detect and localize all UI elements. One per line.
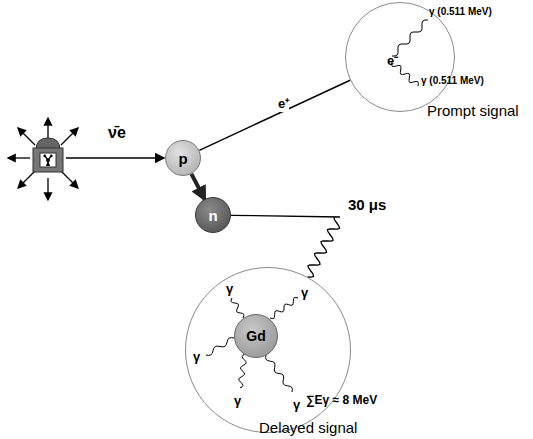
- gadolinium-circle: Gd: [234, 314, 278, 358]
- gamma-label: γ: [293, 397, 300, 412]
- gamma-waves: [206, 20, 428, 392]
- gadolinium-label: Gd: [246, 328, 265, 344]
- proton-circle: p: [165, 140, 201, 176]
- reactor-symbol: [33, 138, 63, 172]
- edge-label: e⁺: [278, 94, 289, 112]
- gamma-wave: [231, 298, 244, 318]
- antineutrino-line: [66, 157, 164, 159]
- caption-text: Delayed signal: [259, 419, 357, 436]
- energy-sum-label: ∑Eγ ≈ 8 MeV: [306, 393, 377, 407]
- gamma-wave: [392, 20, 428, 56]
- electron-label: e⁻: [387, 51, 398, 69]
- gamma-label: γ: [193, 349, 200, 364]
- gamma-label: γ (0.511 MeV): [421, 75, 484, 86]
- gamma-label: γ (0.511 MeV): [429, 6, 492, 17]
- neutron-label: n: [208, 207, 217, 224]
- antineutrino-label: ν̄e: [108, 124, 126, 142]
- connector: [191, 174, 204, 199]
- gamma-label: γ: [234, 393, 241, 408]
- prompt-signal-circle: γ (0.511 MeV)e⁻γ (0.511 MeV)Prompt signa…: [345, 2, 455, 112]
- gamma-label: γ: [226, 281, 233, 296]
- neutron-circle: n: [195, 197, 231, 233]
- gamma-wave: [266, 355, 293, 392]
- delayed-signal-circle: γγγγγ∑Eγ ≈ 8 MeVDelayed signalGd: [185, 267, 351, 433]
- gamma-wave: [270, 297, 298, 318]
- proton-label: p: [178, 150, 187, 167]
- edge-label: 30 μs: [348, 196, 386, 213]
- reactor-arrows: [8, 118, 78, 200]
- gamma-wave: [206, 338, 234, 356]
- caption-text: Prompt signal: [427, 102, 519, 119]
- gamma-label: γ: [301, 285, 308, 300]
- gamma-wave: [239, 354, 246, 388]
- connector: [199, 80, 350, 150]
